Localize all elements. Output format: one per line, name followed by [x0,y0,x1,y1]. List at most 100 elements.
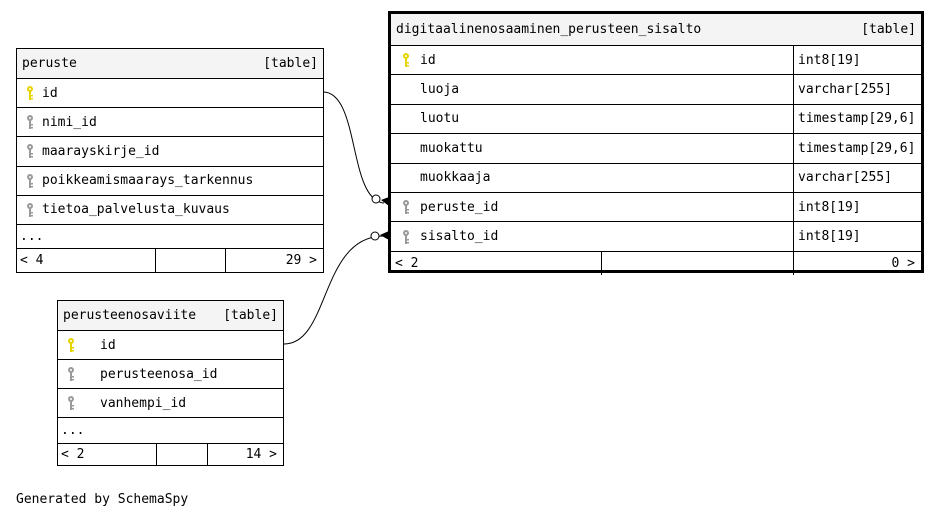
table-nav: < 2 14 > [58,444,283,465]
table-name[interactable]: perusteenosaviite [63,308,197,323]
column-name[interactable]: id [100,337,116,353]
foreign-key-icon [25,143,35,159]
foreign-key-icon [401,229,411,245]
no-key-icon [401,140,411,156]
column-name[interactable]: tietoa_palvelusta_kuvaus [42,202,230,218]
table-nav: < 4 29 > [17,248,323,272]
column-row[interactable]: vanhempi_id [58,389,283,418]
column-type: int8[19] [793,46,921,75]
column-name-cell: luoja [391,75,793,103]
column-name-cell: maarayskirje_id [17,137,159,165]
column-name[interactable]: perusteenosa_id [100,366,218,382]
column-name[interactable]: poikkeamismaarays_tarkennus [42,173,254,189]
column-name-cell: id [58,331,116,359]
table-name[interactable]: digitaalinenosaaminen_perusteen_sisalto [396,22,702,37]
column-name-cell: muokkaaja [391,164,793,192]
column-name-cell: tietoa_palvelusta_kuvaus [17,196,230,224]
column-name-cell: perusteenosa_id [58,360,217,388]
primary-key-icon [401,52,411,68]
column-row[interactable]: muokattu timestamp[29,6] [391,134,921,164]
no-key-icon [401,111,411,127]
column-name[interactable]: id [420,52,436,68]
parent-count[interactable]: < 4 [20,252,44,268]
table-kind: [table] [223,308,278,323]
column-name-cell: vanhempi_id [58,389,186,417]
column-row[interactable]: id [17,79,323,109]
table-header[interactable]: digitaalinenosaaminen_perusteen_sisalto … [391,14,921,46]
column-name[interactable]: luoja [420,82,460,98]
table-name[interactable]: peruste [22,56,77,71]
foreign-key-icon [25,173,35,189]
column-row[interactable]: luotu timestamp[29,6] [391,104,921,135]
nav-spacer [156,444,207,465]
column-row[interactable]: luoja varchar[255] [391,75,921,105]
column-name-cell: id [17,79,58,107]
column-row[interactable]: sisalto_id int8[19] [391,222,921,252]
column-name[interactable]: nimi_id [42,114,97,130]
child-count[interactable]: 29 > [225,248,323,272]
edge-peruste-to-focus [322,91,385,204]
column-type: int8[19] [793,222,921,251]
column-name[interactable]: sisalto_id [420,229,499,245]
parent-count[interactable]: < 2 [395,255,419,271]
primary-key-icon [25,85,35,101]
column-row[interactable]: perusteenosa_id [58,360,283,389]
no-key-icon [401,82,411,98]
table-peruste[interactable]: peruste [table] id nimi_id maarayskirje_id… [16,48,324,273]
column-name[interactable]: maarayskirje_id [42,143,160,159]
column-name-cell: sisalto_id [391,222,793,250]
table-kind: [table] [263,56,318,71]
column-name[interactable]: muokkaaja [420,170,491,186]
column-row[interactable]: tietoa_palvelusta_kuvaus [17,196,323,225]
column-row[interactable]: peruste_id int8[19] [391,192,921,223]
table-header[interactable]: peruste [table] [17,49,323,79]
edge-perusteenosaviite-to-focus [283,235,385,345]
table-perusteenosaviite[interactable]: perusteenosaviite [table] id perusteenosa… [57,300,284,466]
nav-spacer [601,251,793,275]
column-name[interactable]: peruste_id [420,199,499,215]
foreign-key-icon [401,199,411,215]
foreign-key-icon [25,202,35,218]
foreign-key-icon [66,366,76,382]
child-count[interactable]: 0 > [793,251,921,275]
column-name-cell: id [391,46,793,74]
column-name-cell: luotu [391,105,793,133]
column-name[interactable]: muokattu [420,140,483,156]
column-name-cell: nimi_id [17,108,97,136]
column-row[interactable]: muokkaaja varchar[255] [391,163,921,193]
column-name-cell: muokattu [391,134,793,162]
column-name[interactable]: vanhempi_id [100,395,187,411]
foreign-key-icon [66,395,76,411]
column-name-cell: peruste_id [391,193,793,221]
column-type: timestamp[29,6] [793,134,921,163]
column-row[interactable]: maarayskirje_id [17,137,323,167]
edge-peruste-arrow [381,197,389,206]
table-nav: < 2 0 > [391,251,921,275]
edge-peruste-zero-marker [371,194,381,204]
column-row[interactable]: nimi_id [17,108,323,138]
column-row[interactable]: id int8[19] [391,46,921,76]
child-count[interactable]: 14 > [207,444,283,465]
more-columns: ... [17,225,323,249]
nav-spacer [155,248,225,272]
column-type: int8[19] [793,192,921,222]
edge-perusteenosaviite-zero-marker [370,231,380,241]
foreign-key-icon [25,114,35,130]
column-name-cell: poikkeamismaarays_tarkennus [17,167,253,195]
footer-credit: Generated by SchemaSpy [16,492,189,507]
parent-count[interactable]: < 2 [61,447,85,462]
more-columns: ... [58,418,283,444]
column-name[interactable]: id [42,85,58,101]
primary-key-icon [66,337,76,353]
column-name[interactable]: luotu [420,111,460,127]
column-type: timestamp[29,6] [793,104,921,134]
table-header[interactable]: perusteenosaviite [table] [58,301,283,331]
column-row[interactable]: id [58,331,283,360]
table-digitaalinenosaaminen-perusteen-sisalto[interactable]: digitaalinenosaaminen_perusteen_sisalto … [388,11,924,275]
column-type: varchar[255] [793,75,921,104]
column-type: varchar[255] [793,163,921,192]
table-kind: [table] [861,22,916,37]
column-row[interactable]: poikkeamismaarays_tarkennus [17,167,323,196]
no-key-icon [401,170,411,186]
